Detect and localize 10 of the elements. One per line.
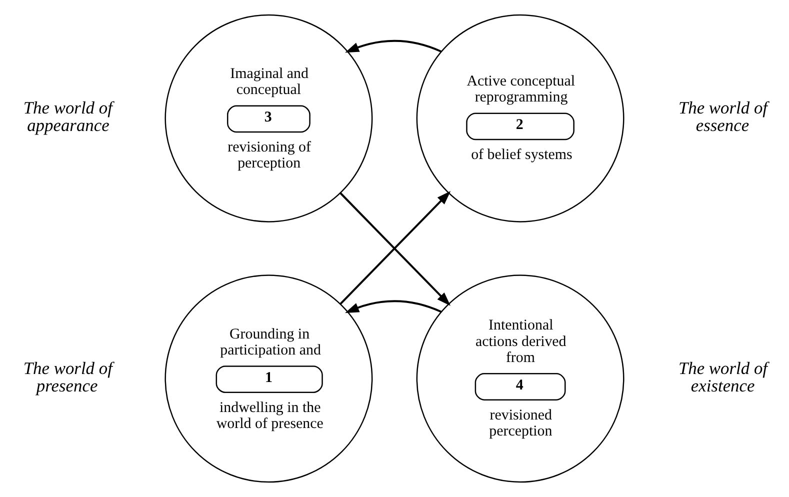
node-circle: Grounding in participation and 1 indwelling in the world of presence bbox=[164, 274, 373, 483]
arrow bbox=[345, 40, 442, 53]
node-circle: Imaginal and conceptual 3 revisioning of perception bbox=[164, 14, 373, 222]
node-label: The world of essence bbox=[678, 98, 768, 136]
arrow bbox=[345, 300, 442, 313]
node-circle: Active conceptual reprogramming 2 of belief systems bbox=[416, 14, 624, 222]
node-circle: Intentional actions derived from 4 revisioned perception bbox=[416, 274, 624, 483]
node-label: The world of existence bbox=[678, 358, 768, 396]
node-label: The world of presence bbox=[23, 358, 112, 396]
node-label: The world of appearance bbox=[23, 98, 112, 136]
